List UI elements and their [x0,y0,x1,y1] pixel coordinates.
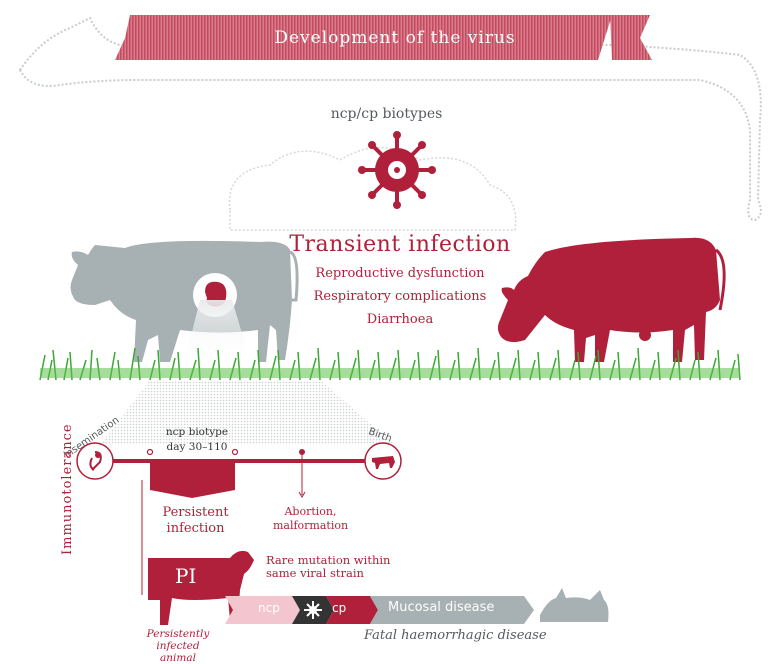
ncp-window-marker [150,463,235,498]
symptom-item: Reproductive dysfunction [250,266,550,281]
ncp-arrow-label: ncp [258,601,280,615]
cp-arrow-label: cp [332,601,346,615]
immunotolerance-label: Immunotolerance [60,423,75,555]
ncp-days-text: day 30–110 [162,440,232,455]
fallen-cow-icon [540,588,609,622]
transient-infection-title: Transient infection [250,232,550,257]
ncp-biotype-text: ncp biotype [162,425,232,440]
fatal-disease-label: Fatal haemorrhagic disease [364,628,547,643]
symptom-item: Respiratory complications [250,289,550,304]
pi-caption: Persistently infected animal [138,628,218,664]
virus-icon [358,131,436,209]
ncp-window-label: ncp biotype day 30–110 [162,425,232,455]
mutation-label: Rare mutation within same viral strain [266,554,416,580]
banner-title: Development of the virus [190,28,600,48]
abortion-label: Abortion, malformation [258,505,363,533]
mucosal-disease-label: Mucosal disease [388,600,494,615]
symptom-item: Diarrhoea [250,312,550,327]
biotypes-label: ncp/cp biotypes [0,106,773,122]
gestation-area [100,380,395,445]
pi-label: PI [175,564,196,588]
cloud-shape [230,148,516,231]
persistent-infection-label: Persistent infection [148,505,243,537]
